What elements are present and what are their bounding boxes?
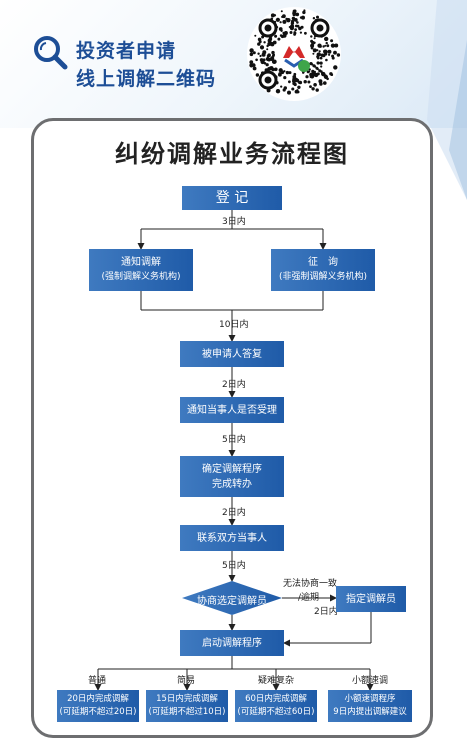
track-label-normal: 普通	[88, 676, 107, 686]
notify-mediation-line1: 通知调解	[121, 257, 161, 268]
header-title-line2: 线上调解二维码	[76, 68, 217, 90]
track-label-small: 小额速调	[352, 676, 389, 686]
respondent-reply-box: 被申请人答复	[180, 341, 284, 367]
simple-track-line2: (可延期不超过10日)	[148, 707, 226, 717]
register-box: 登 记	[182, 186, 282, 210]
edge-label-after-register: 3日内	[222, 217, 246, 227]
register-label: 登 记	[215, 189, 249, 206]
designate-mediator-label: 指定调解员	[346, 593, 396, 605]
normal-track-line1: 20日内完成调解	[67, 694, 129, 704]
confirm-procedure-line1: 确定调解程序	[202, 463, 262, 475]
simple-track-line1: 15日内完成调解	[156, 694, 218, 704]
normal-track-line2: (可延期不超过20日)	[59, 707, 137, 717]
small-track-line1: 小额速调程序	[344, 694, 396, 704]
edge-label-fail-line1: 无法协商一致	[283, 579, 338, 589]
negotiate-mediator-label: 协商选定调解员	[197, 596, 267, 607]
consult-box: 征 询 (非强制调解义务机构)	[271, 249, 375, 291]
complex-track-line1: 60日内完成调解	[245, 694, 307, 704]
notify-acceptance-box: 通知当事人是否受理	[180, 397, 284, 423]
edge-label-fail-line2: /逾期	[298, 593, 320, 603]
edge-label-after-contact: 5日内	[222, 561, 246, 571]
flowchart-title: 纠纷调解业务流程图	[115, 139, 349, 168]
complex-track-line2: (可延期不超过60日)	[237, 707, 315, 717]
consult-line2: (非强制调解义务机构)	[278, 272, 368, 282]
mini-program-qr-code[interactable]	[246, 6, 342, 102]
header-background	[0, 0, 467, 128]
small-track-box: 小额速调程序 9日内提出调解建议	[328, 690, 412, 722]
notify-mediation-line2: (强制调解义务机构)	[101, 272, 181, 282]
small-track-line2: 9日内提出调解建议	[333, 707, 407, 717]
edge-label-after-reply: 2日内	[222, 380, 246, 390]
search-magnifier-icon	[34, 36, 68, 70]
complex-track-box: 60日内完成调解 (可延期不超过60日)	[235, 690, 317, 722]
normal-track-box: 20日内完成调解 (可延期不超过20日)	[57, 690, 139, 722]
simple-track-box: 15日内完成调解 (可延期不超过10日)	[146, 690, 228, 722]
designate-mediator-box: 指定调解员	[336, 586, 406, 612]
track-label-simple: 简易	[177, 676, 196, 686]
notify-acceptance-label: 通知当事人是否受理	[187, 404, 277, 416]
consult-line1: 征 询	[308, 257, 338, 268]
negotiate-mediator-diamond	[182, 581, 282, 615]
start-mediation-box: 启动调解程序	[180, 630, 284, 656]
corner-accent-decoration	[427, 0, 467, 200]
edge-label-after-branch: 10日内	[219, 320, 249, 330]
header-title-line1: 投资者申请	[76, 40, 177, 62]
notify-mediation-box: 通知调解 (强制调解义务机构)	[89, 249, 193, 291]
track-label-complex: 疑难复杂	[258, 676, 295, 686]
start-mediation-label: 启动调解程序	[202, 637, 262, 649]
respondent-reply-label: 被申请人答复	[202, 348, 262, 360]
edge-label-after-confirm: 2日内	[222, 508, 246, 518]
qr-code-icon	[247, 7, 341, 101]
confirm-procedure-line2: 完成转办	[212, 478, 252, 490]
contact-parties-box: 联系双方当事人	[180, 525, 284, 551]
confirm-procedure-box: 确定调解程序 完成转办	[180, 456, 284, 497]
edge-label-fail-days: 2日内	[314, 607, 338, 617]
edge-label-after-acceptance: 5日内	[222, 435, 246, 445]
contact-parties-label: 联系双方当事人	[197, 532, 267, 544]
